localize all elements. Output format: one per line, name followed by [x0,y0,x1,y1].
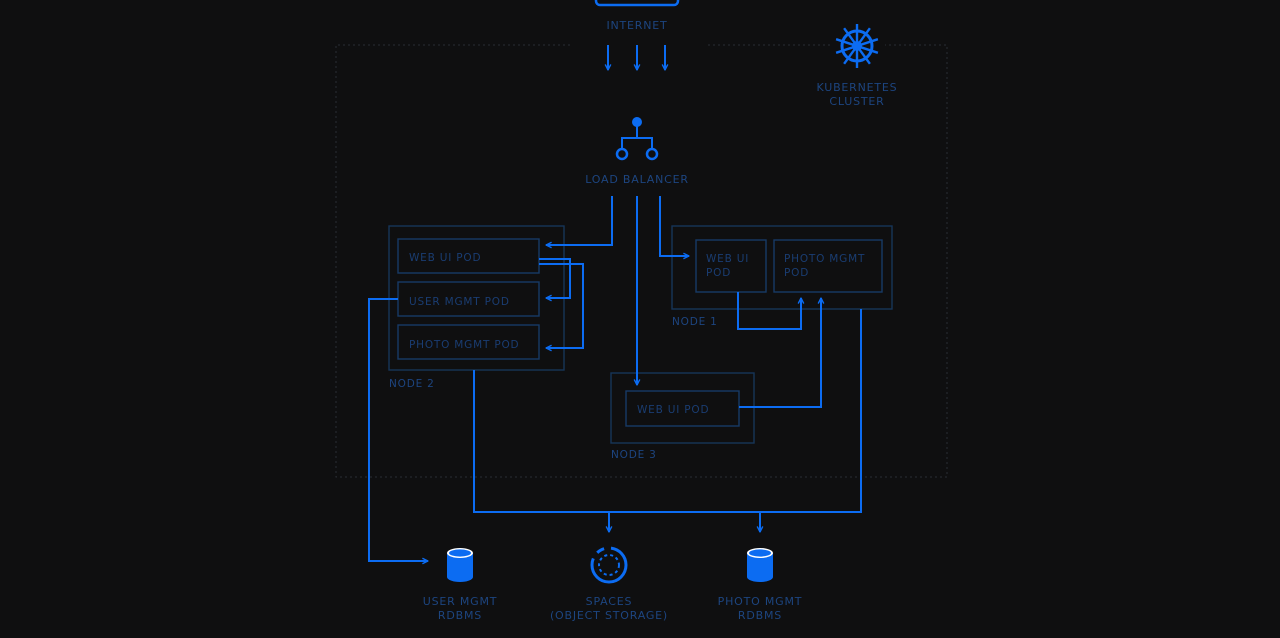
node-right-flow [737,292,801,330]
internet-label: INTERNET [606,19,667,32]
store-label-line1: SPACES [586,595,633,608]
pod-label: USER MGMT POD [409,296,510,308]
internet-arrows [608,45,665,70]
database-icon [447,548,473,582]
storage-flows [473,309,862,532]
node-center-label: NODE 3 [611,449,657,461]
internet-icon [594,0,680,7]
node-right: WEB UI POD PHOTO MGMT POD NODE 1 [671,225,893,328]
pod-label-line1: WEB UI [706,253,749,265]
store-label-line1: USER MGMT [423,595,498,608]
load-balancer-label: LOAD BALANCER [585,173,689,186]
spaces-icon [590,546,628,584]
cluster-label-line1: KUBERNETES [817,81,898,94]
kubernetes-icon [835,24,879,68]
node-right-label: NODE 1 [672,316,718,328]
node-left-flows [539,258,584,348]
pod-label: PHOTO MGMT POD [409,339,519,351]
load-balancer-icon [615,117,659,161]
load-balancer-flows [546,196,689,385]
store-label-line1: PHOTO MGMT [718,595,803,608]
pod-label: WEB UI POD [409,252,481,264]
pod-label-line1: PHOTO MGMT [784,253,865,265]
node-right-pod-photo-mgmt [773,239,883,293]
node-center-pod-web-ui [625,390,740,427]
node-left-pod-photo-mgmt [397,324,540,360]
node-left: WEB UI POD USER MGMT POD PHOTO MGMT POD … [388,225,565,390]
cluster-label-line2: CLUSTER [829,95,884,108]
user-rdbms-flow [368,298,428,561]
database-icon [747,548,773,582]
node-right-pod-web-ui [695,239,767,293]
pod-label-line2: POD [784,267,809,279]
cluster-boundary [335,44,948,478]
pod-label-line2: POD [706,267,731,279]
store-label-line2: RDBMS [738,609,782,622]
node-left-pod-web-ui [397,238,540,274]
node-center-flow [739,298,821,408]
store-label-line2: (OBJECT STORAGE) [550,609,668,622]
node-center: WEB UI POD NODE 3 [610,372,755,461]
pod-label: WEB UI POD [637,404,709,416]
node-left-label: NODE 2 [389,378,435,390]
store-label-line2: RDBMS [438,609,482,622]
